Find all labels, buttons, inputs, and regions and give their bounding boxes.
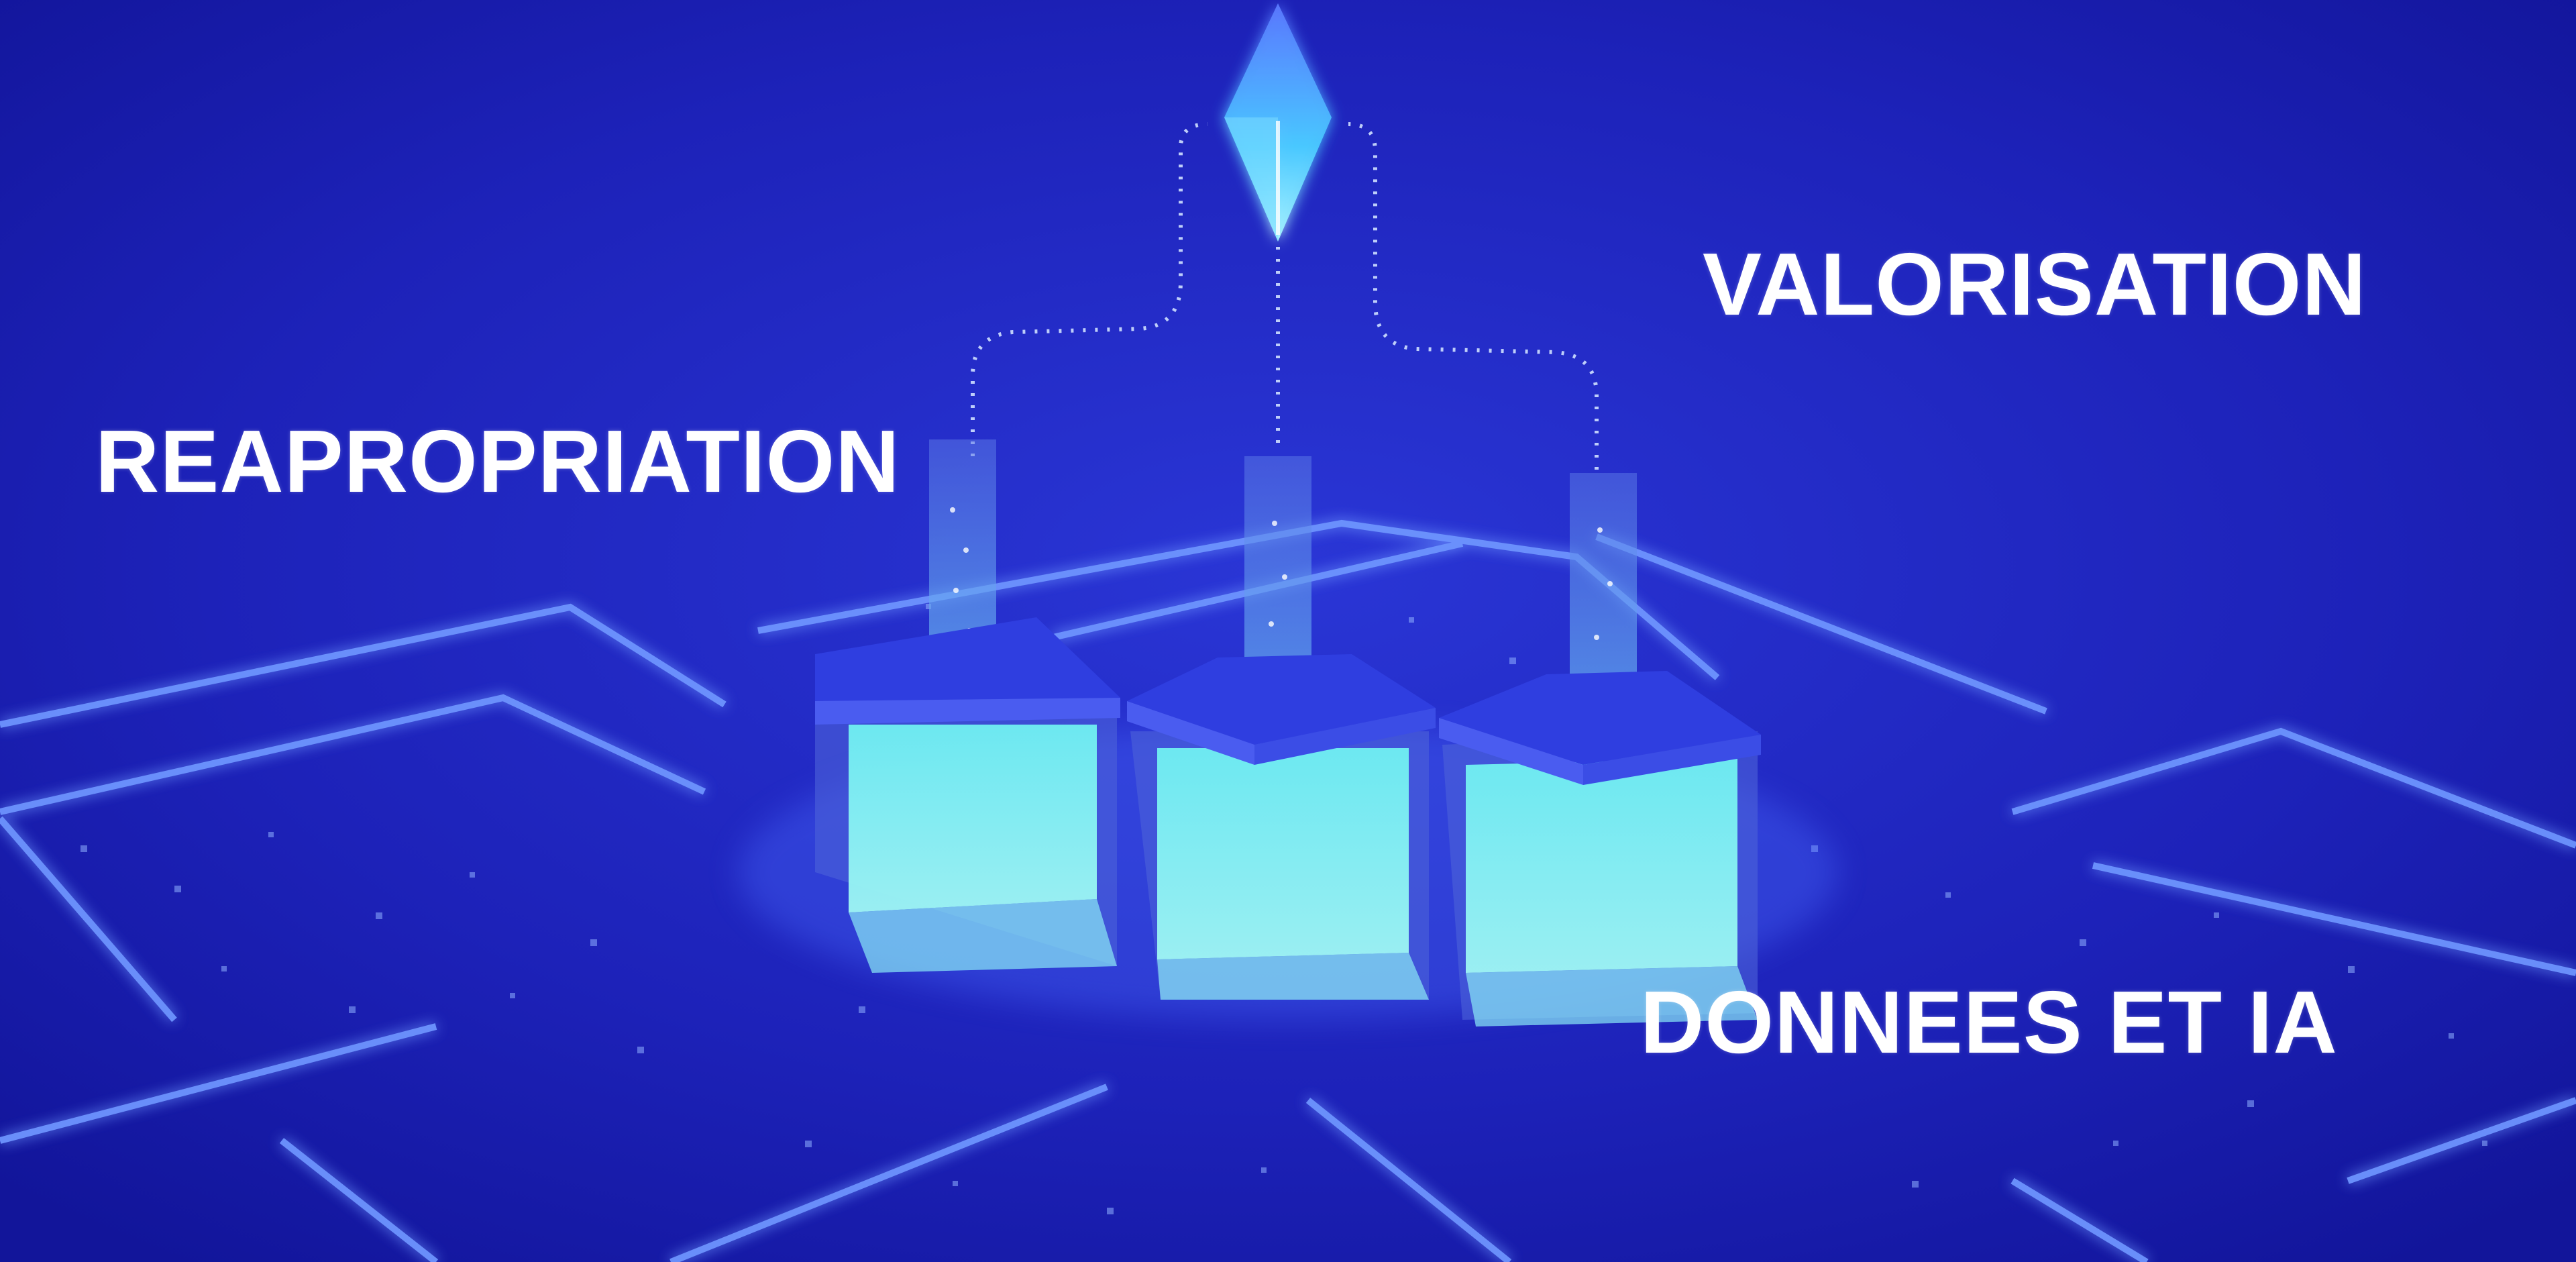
data-cubes <box>815 617 1761 1027</box>
crystal-shape <box>1224 3 1332 242</box>
label-donnees-et-ia: DONNEES ET IA <box>1640 973 2338 1071</box>
label-reapropriation: REAPROPRIATION <box>95 412 900 511</box>
label-valorisation: VALORISATION <box>1703 235 2367 333</box>
